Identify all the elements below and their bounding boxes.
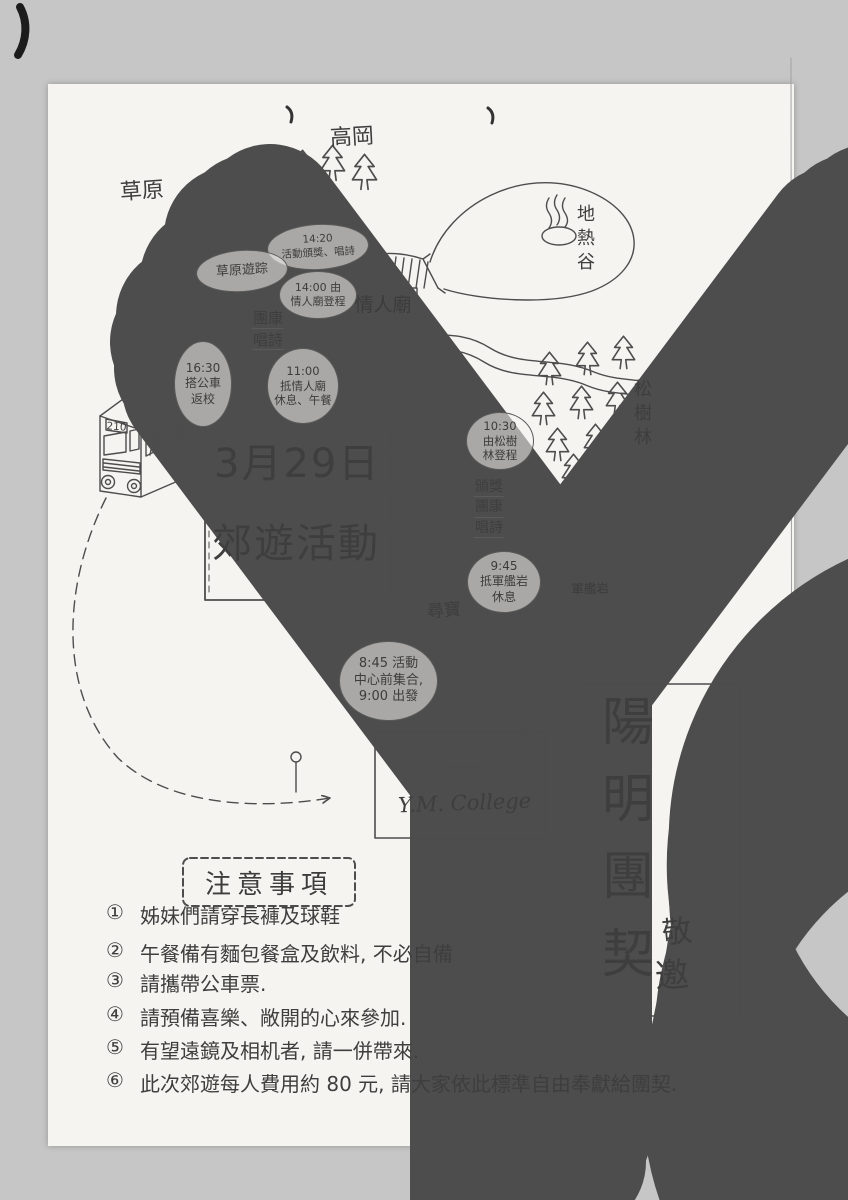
stop-line: 搭公車 [184,376,221,391]
stop-line: 抵情人廟 [280,378,326,393]
geothermal-char: 地 [577,204,595,225]
stop-line: 林登程 [482,448,518,463]
forest-activities-label: 頒獎 團康 唱詩 [474,479,504,541]
stop-line: 休息、午餐 [274,393,332,408]
stop-line: 11:00 [286,363,320,378]
geothermal-valley-label: 地 熱 谷 [577,205,595,272]
stop-temple-arrive: 11:00 抵情人廟 休息、午餐 [267,348,339,424]
title-line-2: 郊遊活動 [212,521,380,567]
activity-label: 唱詩 [252,330,285,350]
temple-activities-label: 團康 唱詩 [252,309,285,353]
bus-route-sign: 210 [105,418,129,435]
hot-spring-icon [541,194,577,246]
college-building-icon [374,731,546,839]
stop-line: 中心前集合, [353,672,424,688]
treasure-hunt-label: 尋寶 [426,599,462,623]
pine-forest-char: 松 [634,379,652,400]
note-item-1: ① 姊妹們請穿長褲及球鞋 [106,900,340,929]
battleship-rock-icon [558,545,650,606]
rock-sign-text: 軍艦岩 [571,579,610,597]
title-box-frame [204,427,391,601]
note-text: 請預備喜樂、敞開的心來參加. [140,1006,407,1030]
note-text: 有望遠鏡及相机者, 請一併帶來. [140,1039,420,1063]
stop-line: 情人廟登程 [290,295,346,308]
note-number: ③ [106,968,124,992]
battleship-rock-sign: 軍艦岩 [562,577,619,597]
note-text: 請攜帶公車票. [140,972,267,996]
stop-line: 9:00 出發 [358,689,419,705]
stop-pine-forest: 10:30 由松樹 林登程 [466,412,534,470]
fellowship-char: 明 [601,770,654,831]
fellowship-char: 陽 [601,693,654,753]
stop-depart: 8:45 活動 中心前集合, 9:00 出發 [339,641,438,721]
note-item-2: ② 午餐備有麵包餐盒及飲料, 不必自備 [106,938,453,967]
stop-line: 10:30 [483,418,517,433]
activity-label: 頒獎 [474,479,504,498]
invitation-box-frame [575,683,741,1017]
pine-forest-label: 松 樹 林 [634,380,652,447]
note-number: ⑤ [106,1035,124,1059]
note-number: ② [106,938,124,962]
fellowship-name: 陽 明 團 契 [598,693,658,985]
stairs-path [499,591,557,763]
closing-char-2: 邀 [653,954,691,998]
stop-line: 16:30 [185,360,221,375]
stop-temple-depart: 14:00 由 情人廟登程 [279,271,357,319]
stop-line: 抵軍艦岩 [479,574,528,589]
temple-sign-text: 情人廟 [354,293,412,316]
note-text: 姊妹們請穿長褲及球鞋 [140,904,340,928]
activity-label: 團康 [252,309,285,329]
notes-header-text: 注意事項 [204,869,333,900]
pine-forest-char: 樹 [634,402,652,424]
stop-line: 由松樹 [482,433,518,448]
stop-line: 活動頒獎、唱詩 [281,245,356,261]
fellowship-char: 契 [601,924,654,985]
note-text: 午餐備有麵包餐盒及飲料, 不必自備 [140,942,453,966]
note-item-3: ③ 請攜帶公車票. [106,968,266,997]
stop-battleship-rock: 9:45 抵軍艦岩 休息 [467,551,541,613]
note-item-6: ⑥ 此次郊遊每人費用約 80 元, 請大家依此標準自由奉獻給團契. [106,1068,677,1097]
geothermal-char: 谷 [577,251,595,273]
note-number: ⑥ [106,1068,124,1092]
note-text: 此次郊遊每人費用約 80 元, 請大家依此標準自由奉獻給團契. [140,1072,678,1096]
note-item-5: ⑤ 有望遠鏡及相机者, 請一併帶來. [106,1035,419,1064]
stop-line: 返校 [190,391,215,406]
meadow-label: 草原 [119,177,165,206]
bus-route-number: 210 [106,419,127,434]
pine-forest-char: 林 [634,426,652,448]
geothermal-char: 熱 [577,227,595,249]
stop-line: 8:45 活動 [358,655,419,671]
activity-label: 唱詩 [474,520,504,539]
note-number: ① [106,900,124,924]
note-number: ④ [106,1002,124,1026]
note-item-4: ④ 請預備喜樂、敞開的心來參加. [106,1002,406,1031]
closing-char-1: 敬 [660,913,694,952]
hill-label: 高岡 [329,123,375,152]
lamppost-icon [290,751,302,793]
notes-header: 注意事項 [183,858,355,906]
stop-line: 14:00 由 [294,280,342,294]
round-tree-icons [674,557,848,1200]
stop-line: 休息 [491,589,516,604]
stop-line: 草原遊踪 [215,260,269,280]
dashed-bus-route [72,497,330,805]
stop-return: 16:30 搭公車 返校 [174,341,232,427]
fellowship-char: 團 [601,847,654,908]
stop-line: 9:45 [490,558,518,573]
title-line-1: 3月29日 [214,441,381,487]
college-sign-text: Y.M. College [397,788,532,818]
signpost-icon [156,360,172,415]
temple-sign: 情人廟 [349,288,417,318]
activity-label: 團康 [474,500,504,518]
notes-header-frame [182,857,356,907]
